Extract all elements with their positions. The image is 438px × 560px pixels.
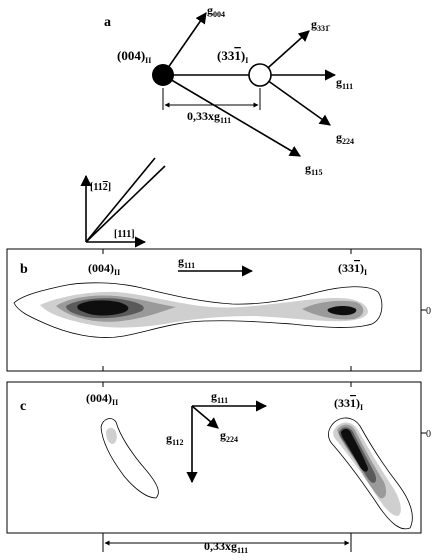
panel-c-label: c [20, 399, 26, 414]
panel-a-label: a [104, 15, 111, 30]
g224-label-a: g224 [336, 130, 354, 146]
g004-arrow [162, 12, 207, 76]
axis-diag-2 [85, 165, 166, 243]
panel-c-right-spot-core [341, 428, 368, 472]
g115-label: g115 [305, 161, 323, 177]
g004-label: g004 [207, 3, 225, 19]
panel-b-tick-zero: 0 [426, 306, 431, 317]
node-004-label: (004)II [117, 48, 151, 65]
node-33-1-open [248, 63, 272, 87]
panel-b-contour-core-right [327, 306, 357, 316]
panel-a: a g004 g331̄ g111 g224 g115 (004)II (331… [80, 3, 354, 248]
panel-c-distance-label: 0,33xg111 [204, 539, 248, 555]
panel-c-g224-arrow [191, 405, 219, 429]
g115-arrow [162, 74, 301, 157]
panel-b-spot-right-label: (331)I [338, 261, 367, 277]
axis-112-label: [112] [90, 182, 111, 193]
panel-b-spot-left-label: (004)II [88, 261, 120, 277]
g224-arrow [259, 74, 331, 126]
panel-b-label: b [20, 262, 28, 277]
panel-c: c (004)II (331)I g111 g112 g224 0 0,33xg… [6, 381, 431, 555]
node-004-filled [152, 64, 174, 86]
axis-diag-1 [85, 157, 156, 243]
g33-1-label: g331̄ [311, 17, 331, 33]
panel-c-spot-left-label: (004)II [86, 391, 118, 407]
axis-111-label: [111] [114, 229, 135, 240]
panel-b-contour-core-left [77, 300, 129, 316]
panel-c-left-spot-inner [106, 427, 117, 444]
panel-c-tick-zero: 0 [426, 429, 431, 440]
g111-label-a: g111 [336, 75, 353, 91]
node-33-1-label: (331)I [217, 48, 248, 65]
panel-c-spot-right-label: (331)I [334, 396, 363, 412]
panel-b: b (004)II g111 (331)I 0 [6, 248, 431, 372]
